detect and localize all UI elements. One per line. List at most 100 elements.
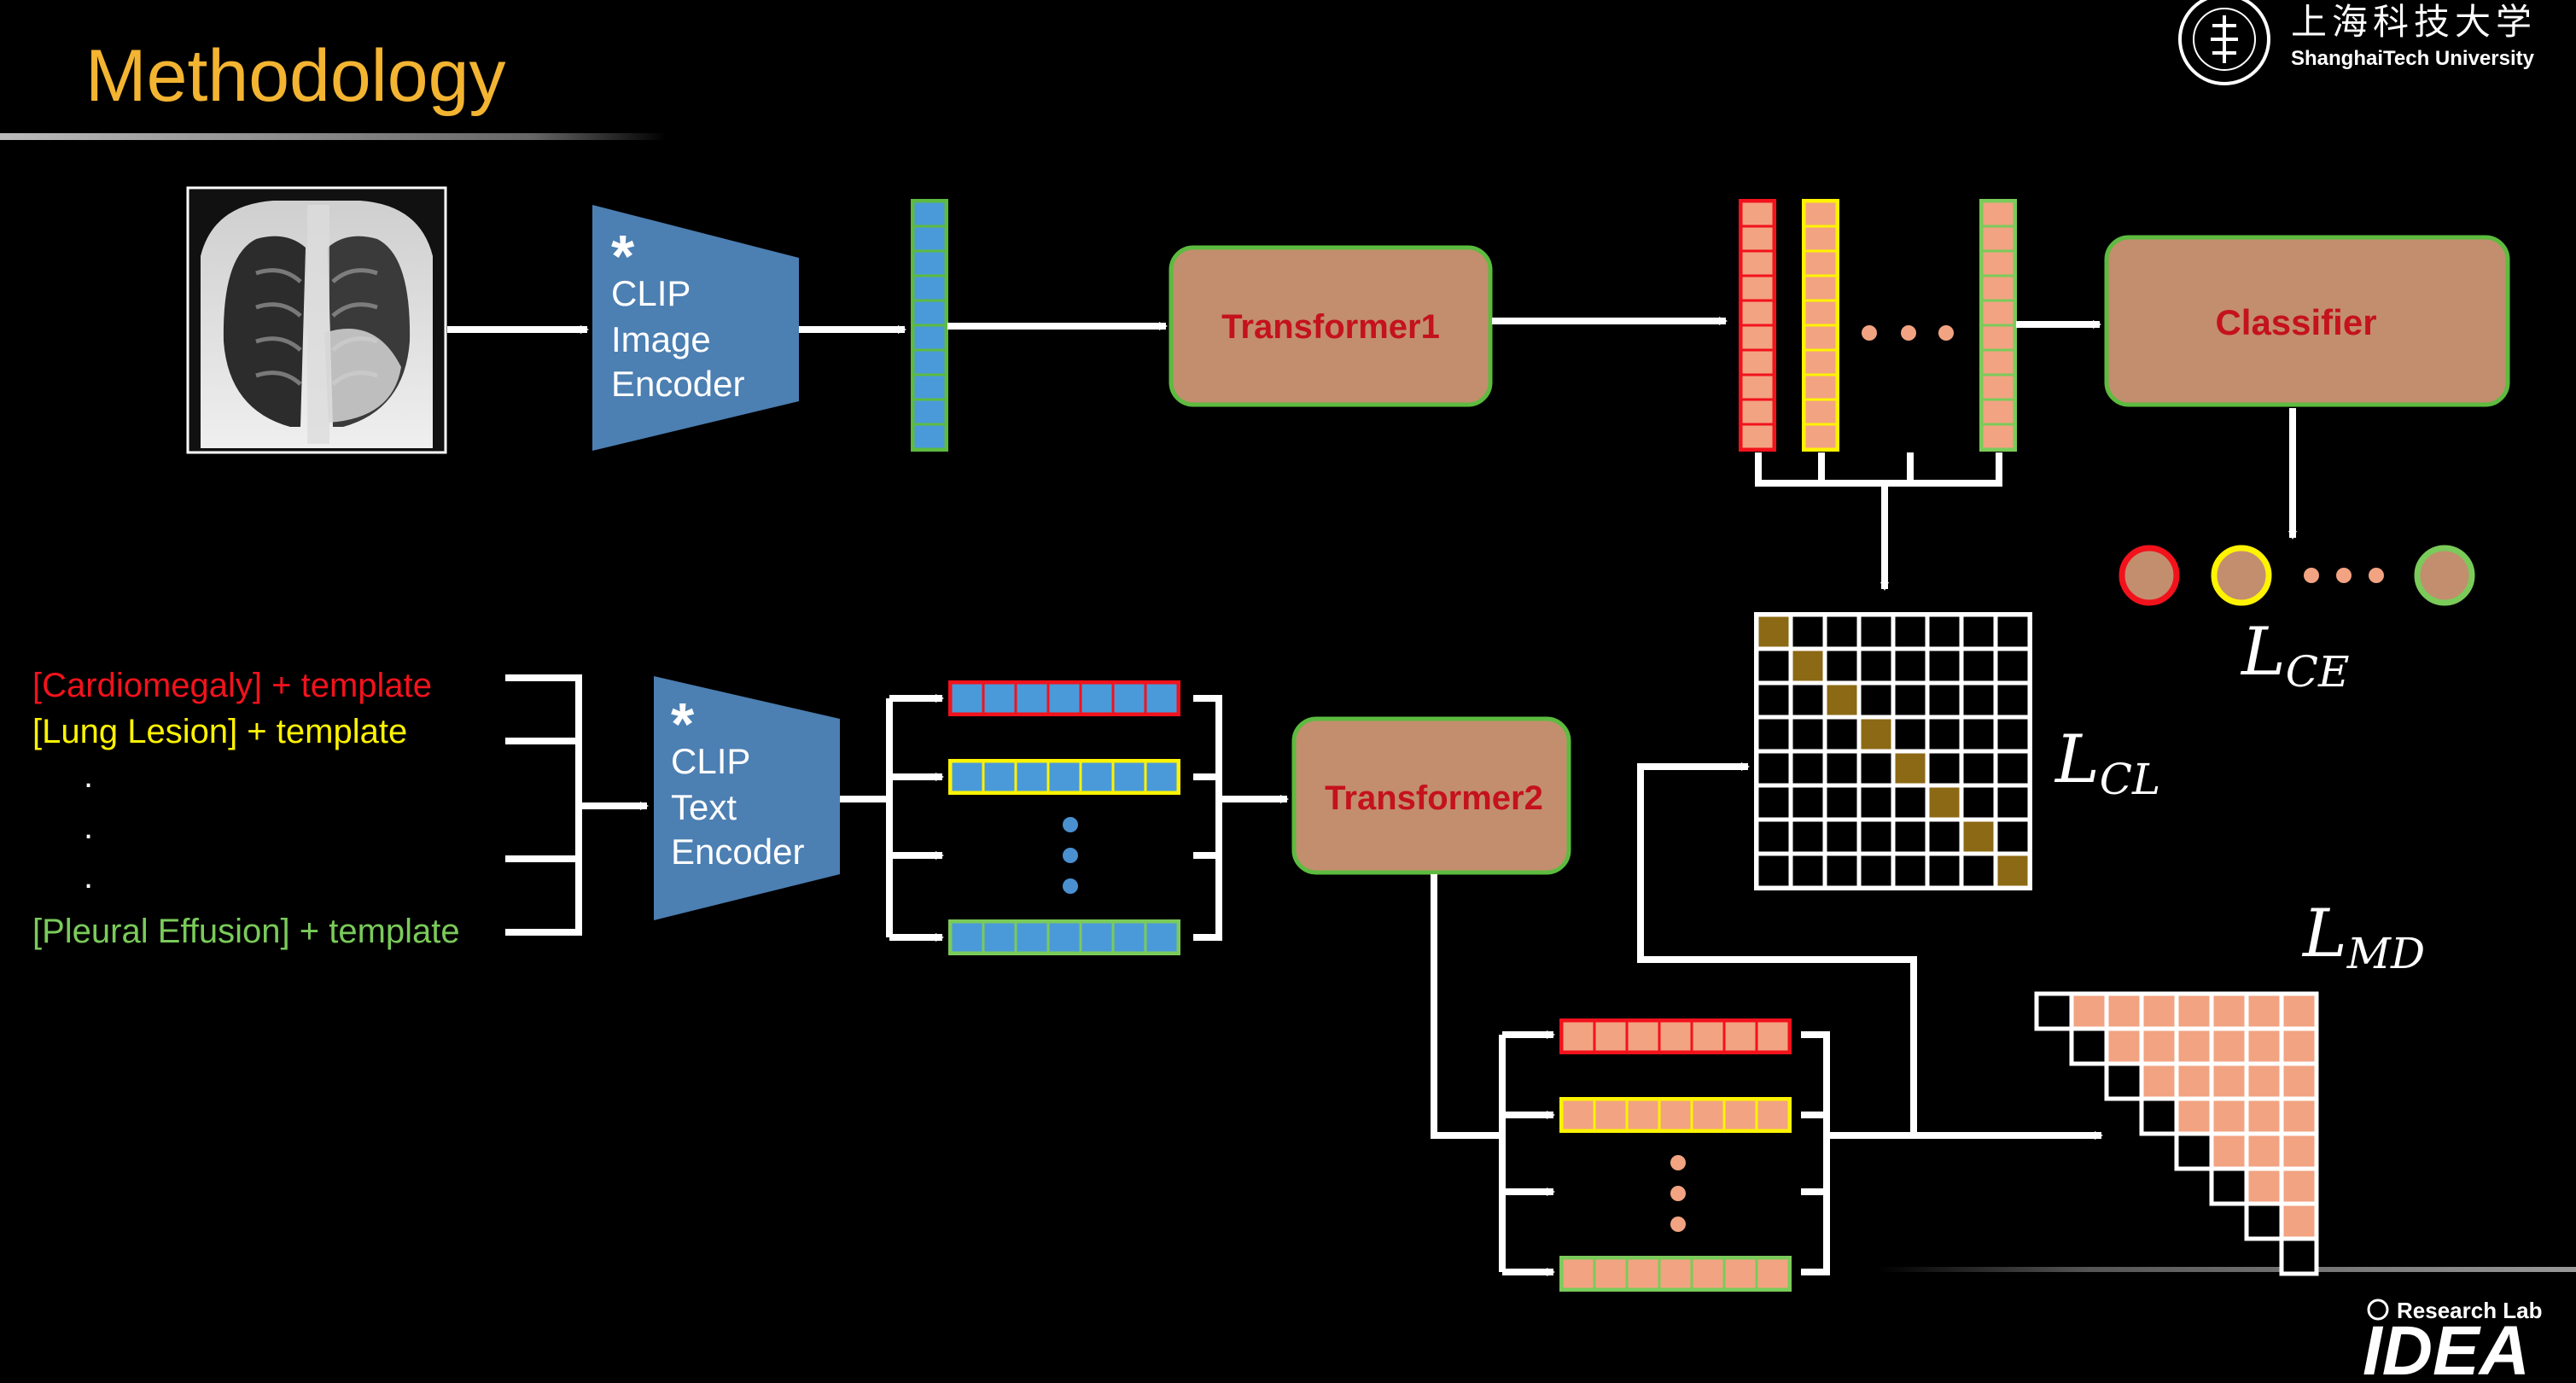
prompt-ellipsis-3: . bbox=[84, 858, 93, 896]
class-token-green-cell bbox=[1980, 398, 2016, 426]
md-cell bbox=[2209, 1026, 2249, 1066]
brain-icon bbox=[2367, 1298, 2389, 1321]
matrix-cell bbox=[1754, 851, 1793, 890]
md-cell bbox=[2279, 1026, 2319, 1066]
md-cell bbox=[2279, 1166, 2319, 1206]
matrix-cell bbox=[1959, 612, 1998, 651]
matrix-cell bbox=[1959, 680, 1998, 720]
class-token-red-cell bbox=[1740, 348, 1775, 376]
matrix-cell bbox=[1891, 646, 1930, 686]
prompt-ellipsis-1: . bbox=[84, 757, 93, 795]
lab-line1: Research Lab bbox=[2397, 1298, 2543, 1323]
matrix-cell bbox=[1993, 715, 2032, 754]
class-token-red-cell bbox=[1740, 373, 1775, 401]
image-encoder-line3: Encoder bbox=[611, 364, 744, 404]
class-token-green-cell bbox=[1980, 423, 2016, 451]
class-token-ellipsis bbox=[1862, 325, 1954, 341]
class-token-yellow-cell bbox=[1803, 200, 1839, 228]
matrix-cell bbox=[1856, 851, 1896, 890]
svg-text:LMD: LMD bbox=[2301, 896, 2425, 978]
class-token-green-cell bbox=[1980, 348, 2016, 376]
prompt-pleural-effusion: [Pleural Effusion] + template bbox=[32, 913, 460, 950]
matrix-diagonal-cell bbox=[1788, 646, 1827, 686]
md-cell bbox=[2244, 1096, 2284, 1136]
token-merge-bracket bbox=[1755, 452, 2002, 589]
projected-token-red-cell bbox=[1593, 1019, 1629, 1053]
matrix-cell bbox=[1754, 749, 1793, 788]
image-feature-vector-cell bbox=[912, 324, 947, 352]
projected-token-merge bbox=[1801, 1031, 1830, 1275]
matrix-diagonal-cell bbox=[1959, 817, 1998, 856]
svg-text:LCE: LCE bbox=[2240, 614, 2350, 697]
transformer1-box: Transformer1 bbox=[1169, 245, 1493, 407]
matrix-cell bbox=[1856, 612, 1896, 651]
text-token-red-cell bbox=[982, 681, 1017, 715]
md-cell bbox=[2244, 1061, 2284, 1101]
md-cell bbox=[2209, 1061, 2249, 1101]
md-cell bbox=[2174, 1061, 2214, 1101]
text-token-yellow-cell bbox=[949, 760, 985, 794]
projected-token-red-cell bbox=[1658, 1019, 1693, 1053]
image-feature-vector-cell bbox=[912, 423, 947, 451]
text-token-red-cell bbox=[1144, 681, 1180, 715]
text-token-green-cell bbox=[1111, 920, 1147, 954]
university-name-cn: 上海科技大学 bbox=[2291, 1, 2537, 43]
md-cell bbox=[2104, 991, 2144, 1031]
text-token-red-cell bbox=[1046, 681, 1082, 715]
clip-text-encoder: * CLIP Text Encoder bbox=[654, 676, 840, 920]
md-diagonal-cell bbox=[2244, 1201, 2284, 1241]
image-feature-vector-cell bbox=[912, 398, 947, 426]
class-token-red-cell bbox=[1740, 225, 1775, 253]
matrix-cell bbox=[1754, 817, 1793, 856]
contrastive-matrix bbox=[1754, 612, 2032, 890]
matrix-cell bbox=[1959, 749, 1998, 788]
image-encoder-star: * bbox=[611, 223, 635, 289]
matrix-cell bbox=[1959, 715, 1998, 754]
output-circle-yellow bbox=[2211, 545, 2272, 606]
transformer2-label: Transformer2 bbox=[1325, 779, 1543, 817]
matrix-cell bbox=[1959, 851, 1998, 890]
md-diagonal-cell bbox=[2174, 1131, 2214, 1171]
projected-token-green-cell bbox=[1593, 1257, 1629, 1291]
md-triangular-matrix bbox=[2034, 991, 2319, 1276]
loss-ce: LCE bbox=[2240, 614, 2350, 697]
text-token-vectors bbox=[948, 680, 1180, 955]
md-cell bbox=[2279, 1061, 2319, 1101]
prompt-merge-bracket bbox=[505, 674, 582, 936]
matrix-cell bbox=[1788, 612, 1827, 651]
matrix-cell bbox=[1891, 612, 1930, 651]
matrix-cell bbox=[1822, 851, 1862, 890]
matrix-cell bbox=[1993, 680, 2032, 720]
projected-token-red-cell bbox=[1722, 1019, 1758, 1053]
class-token-yellow-cell bbox=[1803, 423, 1839, 451]
projected-token-yellow-cell bbox=[1560, 1098, 1596, 1132]
projected-token-yellow-cell bbox=[1625, 1098, 1661, 1132]
page-title: Methodology bbox=[85, 35, 505, 117]
matrix-cell bbox=[1822, 783, 1862, 822]
class-token-vectors bbox=[1739, 199, 2017, 452]
image-feature-vector bbox=[911, 199, 948, 452]
text-token-yellow-cell bbox=[1144, 760, 1180, 794]
text-token-green-cell bbox=[1079, 920, 1115, 954]
class-token-red-cell bbox=[1740, 398, 1775, 426]
transformer2-box: Transformer2 bbox=[1291, 716, 1571, 875]
matrix-cell bbox=[1788, 680, 1827, 720]
text-token-yellow-cell bbox=[1111, 760, 1147, 794]
md-cell bbox=[2279, 1096, 2319, 1136]
class-token-red-cell bbox=[1740, 423, 1775, 451]
matrix-cell bbox=[1788, 817, 1827, 856]
title-underline bbox=[0, 133, 666, 140]
md-cell bbox=[2174, 1096, 2214, 1136]
matrix-cell bbox=[1788, 715, 1827, 754]
class-token-red-cell bbox=[1740, 324, 1775, 352]
projected-token-yellow-cell bbox=[1722, 1098, 1758, 1132]
clip-image-encoder: * CLIP Image Encoder bbox=[592, 205, 799, 451]
matrix-cell bbox=[1891, 817, 1930, 856]
loss-cl-main: L bbox=[2054, 721, 2100, 798]
projected-token-ellipsis bbox=[1670, 1155, 1686, 1232]
text-token-red-cell bbox=[1111, 681, 1147, 715]
transformer1-label: Transformer1 bbox=[1221, 308, 1440, 346]
md-cell bbox=[2174, 1026, 2214, 1066]
loop-to-contrastive-matrix bbox=[1637, 762, 1917, 1135]
projected-token-red-cell bbox=[1625, 1019, 1661, 1053]
